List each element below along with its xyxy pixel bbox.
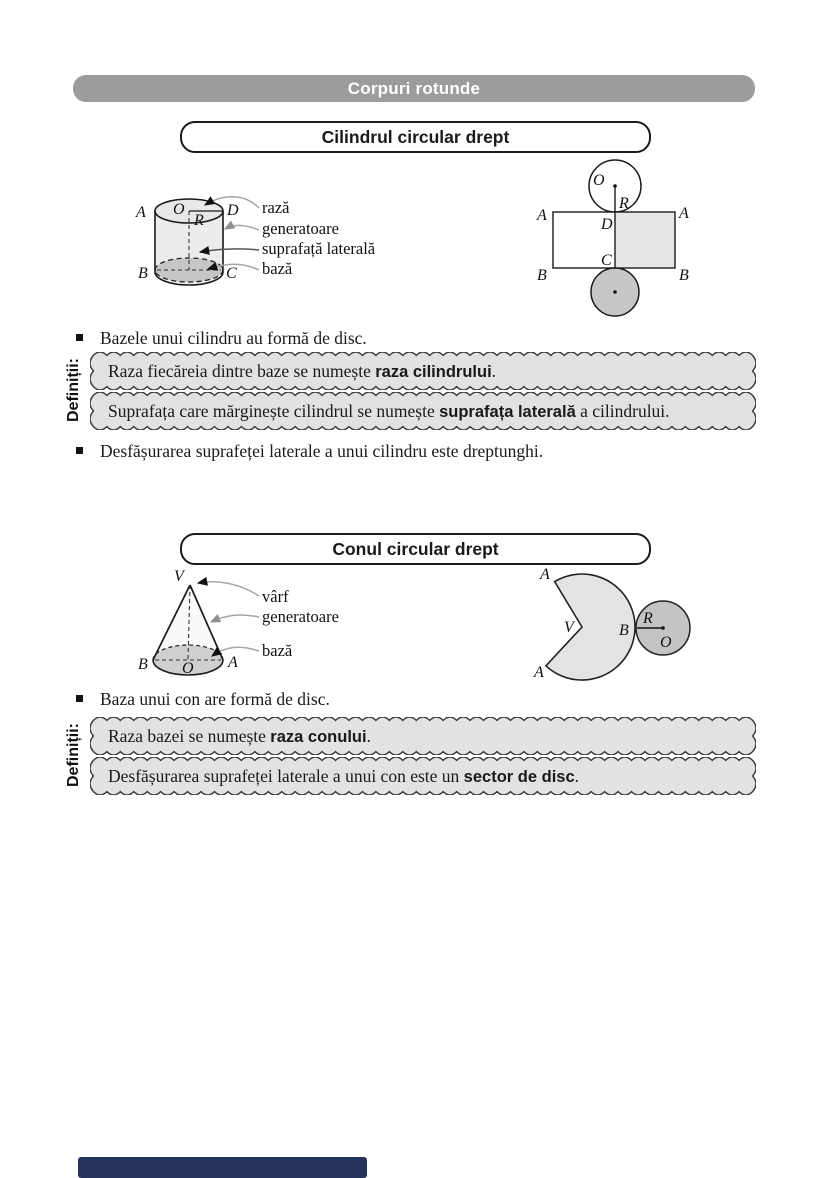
cylinder-section-title: Cilindrul circular drept xyxy=(180,121,651,153)
cone-axis-line xyxy=(187,584,191,661)
definition-text: Desfășurarea suprafeței laterale a unui … xyxy=(108,766,580,786)
net-label-B-right: B xyxy=(679,267,689,284)
cylinder-net-figure: O R A A D C B B xyxy=(536,159,689,317)
net-label-R: R xyxy=(642,610,653,627)
net-rectangle-shaded-half xyxy=(615,212,675,268)
label-A: A xyxy=(227,654,238,671)
bullet-square-icon xyxy=(76,334,83,341)
net-top-center-dot xyxy=(613,184,617,188)
varf-arrow xyxy=(196,576,260,597)
callout-baza: bază xyxy=(262,641,293,660)
net-label-B: B xyxy=(619,622,629,639)
cylinder-bullet-bottom-text: Desfășurarea suprafeței laterale a unui … xyxy=(100,441,544,461)
label-R: R xyxy=(193,212,204,229)
definition-box: Raza bazei se numește raza conului. xyxy=(90,717,756,755)
label-A: A xyxy=(135,204,146,221)
definition-text: Raza fiecăreia dintre baze se numește ra… xyxy=(108,361,497,381)
definitions-label-cylinder: Definiții: xyxy=(65,358,82,422)
definition-keyword: raza conului xyxy=(270,728,367,746)
cone-bullet-top-text: Baza unui con are formă de disc. xyxy=(100,689,330,709)
label-O: O xyxy=(173,201,185,218)
definition-keyword: sector de disc xyxy=(463,768,575,786)
callout-generatoare: generatoare xyxy=(262,219,339,238)
definition-keyword: raza cilindrului xyxy=(375,363,492,381)
definition-text: Suprafața care mărginește cilindrul se n… xyxy=(108,401,670,421)
generatoare-arrow xyxy=(209,613,260,623)
cone-bullet-top: Baza unui con are formă de disc. xyxy=(76,689,766,710)
net-label-V: V xyxy=(564,619,576,636)
label-C: C xyxy=(226,265,237,282)
cylinder-bottom-silhouette xyxy=(154,271,224,286)
net-label-D: D xyxy=(600,216,613,233)
cone-title-text: Conul circular drept xyxy=(332,539,499,559)
definition-keyword: suprafața laterală xyxy=(439,403,576,421)
definition-box: Suprafața care mărginește cilindrul se n… xyxy=(90,392,756,430)
suprafata-arrow xyxy=(198,246,260,255)
definition-box: Raza fiecăreia dintre baze se numește ra… xyxy=(90,352,756,390)
net-label-O: O xyxy=(593,172,605,189)
definition-box: Desfășurarea suprafeței laterale a unui … xyxy=(90,757,756,795)
cone-section-title: Conul circular drept xyxy=(180,533,651,565)
net-label-O: O xyxy=(660,634,672,651)
cylinder-bullet-top: Bazele unui cilindru au formă de disc. xyxy=(76,328,766,349)
callout-generatoare: generatoare xyxy=(262,607,339,626)
bullet-square-icon xyxy=(76,695,83,702)
cone-base-front-arc xyxy=(152,659,224,676)
label-V: V xyxy=(174,568,186,585)
callout-varf: vârf xyxy=(262,587,289,606)
cylinder-bullet-top-text: Bazele unui cilindru au formă de disc. xyxy=(100,328,367,348)
cone-figure: V B O A vârf generatoare bază xyxy=(138,568,339,677)
label-D: D xyxy=(226,202,239,219)
page-footer-bar xyxy=(78,1157,367,1178)
net-label-R: R xyxy=(618,195,629,212)
callout-suprafata-laterala: suprafață laterală xyxy=(262,239,376,258)
chapter-header-bar: Corpuri rotunde xyxy=(73,75,755,102)
chapter-title: Corpuri rotunde xyxy=(347,79,481,98)
cylinder-title-text: Cilindrul circular drept xyxy=(321,127,510,147)
raza-arrow xyxy=(203,196,260,209)
callout-raza: rază xyxy=(262,198,290,217)
net-label-C: C xyxy=(601,252,612,269)
net-sector xyxy=(544,573,636,681)
cylinder-figure: A O R D B C rază generatoare suprafață l… xyxy=(135,196,376,286)
baza-arrow xyxy=(206,262,260,271)
generatoare-arrow xyxy=(223,220,260,231)
cone-base xyxy=(153,645,223,675)
label-B: B xyxy=(138,265,148,282)
definition-text: Raza bazei se numește raza conului. xyxy=(108,726,371,746)
callout-baza: bază xyxy=(262,259,293,278)
net-label-A-top: A xyxy=(539,566,550,583)
cone-left-generator xyxy=(152,584,191,661)
definitions-label-cone: Definiții: xyxy=(65,723,82,787)
bullet-square-icon xyxy=(76,447,83,454)
net-label-A-left: A xyxy=(536,207,547,224)
cylinder-bullet-bottom: Desfășurarea suprafeței laterale a unui … xyxy=(76,441,766,462)
cone-net-figure: A A V B R O xyxy=(533,566,691,681)
net-center-dot xyxy=(661,626,665,630)
net-label-A-bottom: A xyxy=(533,664,544,681)
net-label-A-right: A xyxy=(678,205,689,222)
label-O: O xyxy=(182,660,194,677)
baza-arrow xyxy=(211,646,260,657)
label-B: B xyxy=(138,656,148,673)
net-bottom-center-dot xyxy=(613,290,617,294)
net-label-B-left: B xyxy=(537,267,547,284)
